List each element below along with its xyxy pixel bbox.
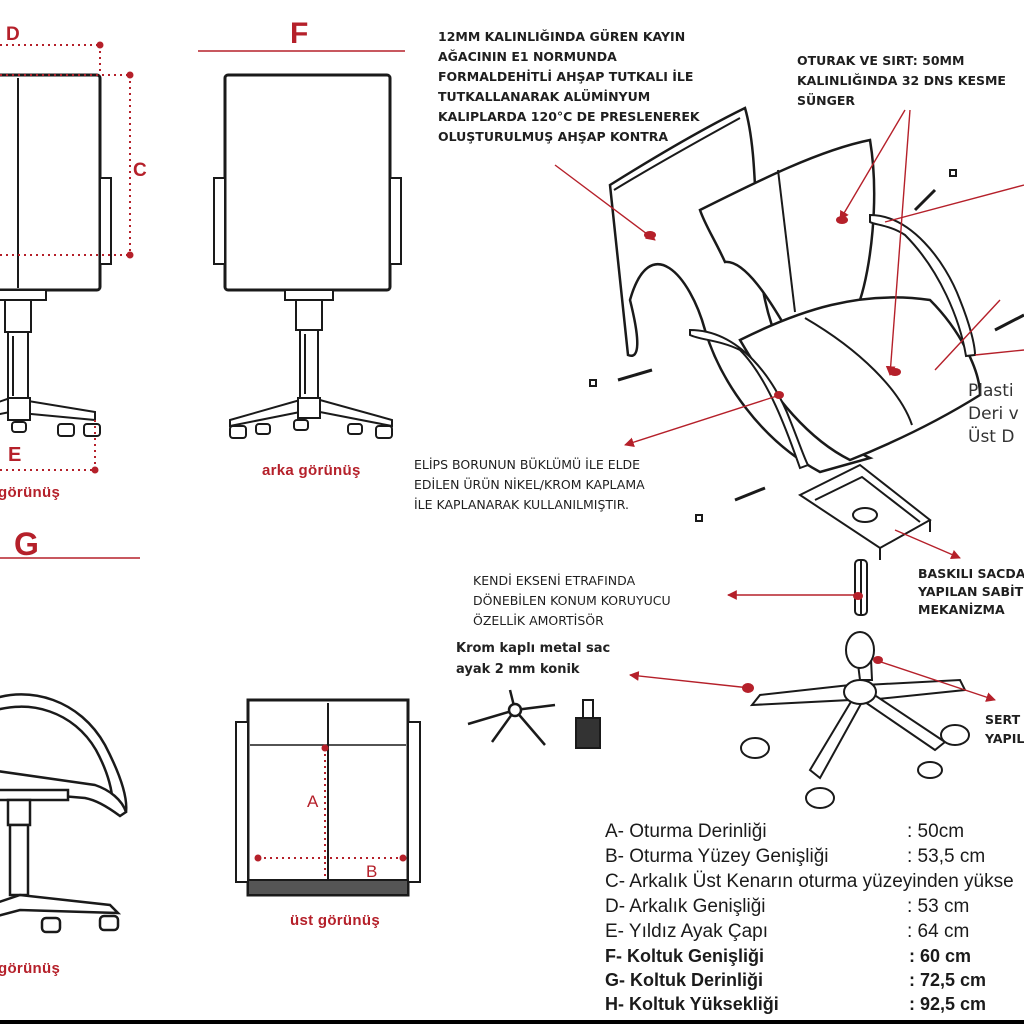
note-armrest: ELİPS BORUNUN BÜKLÜMÜ İLE ELDE EDİLEN ÜR… — [414, 457, 645, 512]
spec-value: : 72,5 cm — [909, 970, 987, 990]
note-upholstery: Plasti Deri v Üst D — [968, 381, 1019, 447]
side-casters — [40, 914, 120, 934]
spec-value: : 60 cm — [909, 946, 972, 966]
note-shock-absorber: KENDİ EKSENİ ETRAFINDA DÖNEBİLEN KONUM K… — [473, 573, 671, 628]
spec-value: : 53 cm — [907, 896, 970, 917]
leader-lines — [554, 109, 1024, 702]
top-view — [235, 698, 421, 897]
spec-row-h: H- Koltuk Yüksekliği : 92,5 cm — [605, 994, 1024, 1018]
armrest-right — [869, 213, 977, 358]
spec-label: G- Koltuk Derinliği — [605, 970, 764, 990]
leader-dots — [644, 216, 901, 693]
glide-cap — [575, 699, 601, 749]
spec-label: D- Arkalık Genişliği — [605, 896, 766, 917]
front-view — [0, 73, 112, 437]
view-letter-f: F — [290, 17, 309, 50]
top-dimensions — [258, 748, 403, 880]
side-view-caption: görünüş — [0, 960, 61, 977]
view-letter-g: G — [14, 526, 39, 562]
back-view — [213, 73, 402, 439]
dimension-letter-d: D — [6, 24, 20, 45]
front-caster — [11, 421, 101, 437]
dimension-letter-b: B — [366, 862, 378, 881]
spec-row-e: E- Yıldız Ayak Çapı : 64 cm — [605, 921, 1024, 946]
front-view-caption: görünüş — [0, 484, 61, 501]
spec-value: : 92,5 cm — [909, 994, 987, 1014]
spec-label: H- Koltuk Yüksekliği — [605, 994, 779, 1014]
back-view-caption: arka görünüş — [262, 462, 361, 479]
note-base: Krom kaplı metal sac ayak 2 mm konik — [456, 641, 611, 677]
casters — [740, 724, 970, 809]
spec-label: A- Oturma Derinliği — [605, 821, 767, 842]
spec-row-f: F- Koltuk Genişliği : 60 cm — [605, 946, 1024, 970]
spec-label: F- Koltuk Genişliği — [605, 946, 765, 966]
bottom-border — [0, 1020, 1024, 1024]
plywood-shell — [608, 106, 874, 474]
star-base — [749, 631, 967, 780]
spec-label: C- Arkalık Üst Kenarın oturma yüzeyinden… — [605, 871, 1014, 892]
back-casters — [229, 419, 393, 439]
spec-row-b: B- Oturma Yüzey Genişliği : 53,5 cm — [605, 846, 1024, 871]
exploded-chair — [467, 106, 1024, 809]
spec-label: E- Yıldız Ayak Çapı — [605, 921, 768, 942]
small-base — [467, 689, 556, 746]
side-view — [0, 693, 128, 934]
spec-table: A- Oturma Derinliği : 50cm B- Oturma Yüz… — [605, 821, 1024, 1018]
cushion-seat — [738, 296, 982, 462]
dimension-letter-e: E — [8, 444, 22, 466]
armrest-left — [689, 328, 810, 470]
note-plywood: 12MM KALINLIĞINDA GÜREN KAYIN AĞACININ E… — [438, 29, 700, 144]
mechanism-plate — [798, 463, 932, 550]
top-view-caption: üst görünüş — [290, 912, 380, 929]
spec-value: : 50cm — [907, 821, 965, 842]
spec-row-d: D- Arkalık Genişliği : 53 cm — [605, 896, 1024, 921]
spec-value: : 53,5 cm — [907, 846, 986, 867]
dimension-letter-c: C — [133, 160, 147, 181]
dimension-letter-a: A — [307, 792, 319, 811]
spec-value: : 64 cm — [907, 921, 970, 942]
spec-label: B- Oturma Yüzey Genişliği — [605, 846, 829, 867]
spec-row-a: A- Oturma Derinliği : 50cm — [605, 821, 1024, 846]
spec-row-g: G- Koltuk Derinliği : 72,5 cm — [605, 970, 1024, 994]
note-mechanism: BASKILI SACDAN YAPILAN SABİT MEKANİZMA — [918, 566, 1024, 617]
front-dimensions — [0, 44, 131, 471]
note-caster: SERT P YAPILA — [985, 712, 1024, 746]
note-foam: OTURAK VE SIRT: 50MM KALINLIĞINDA 32 DNS… — [797, 53, 1006, 108]
spec-row-c: C- Arkalık Üst Kenarın oturma yüzeyinden… — [605, 871, 1024, 896]
